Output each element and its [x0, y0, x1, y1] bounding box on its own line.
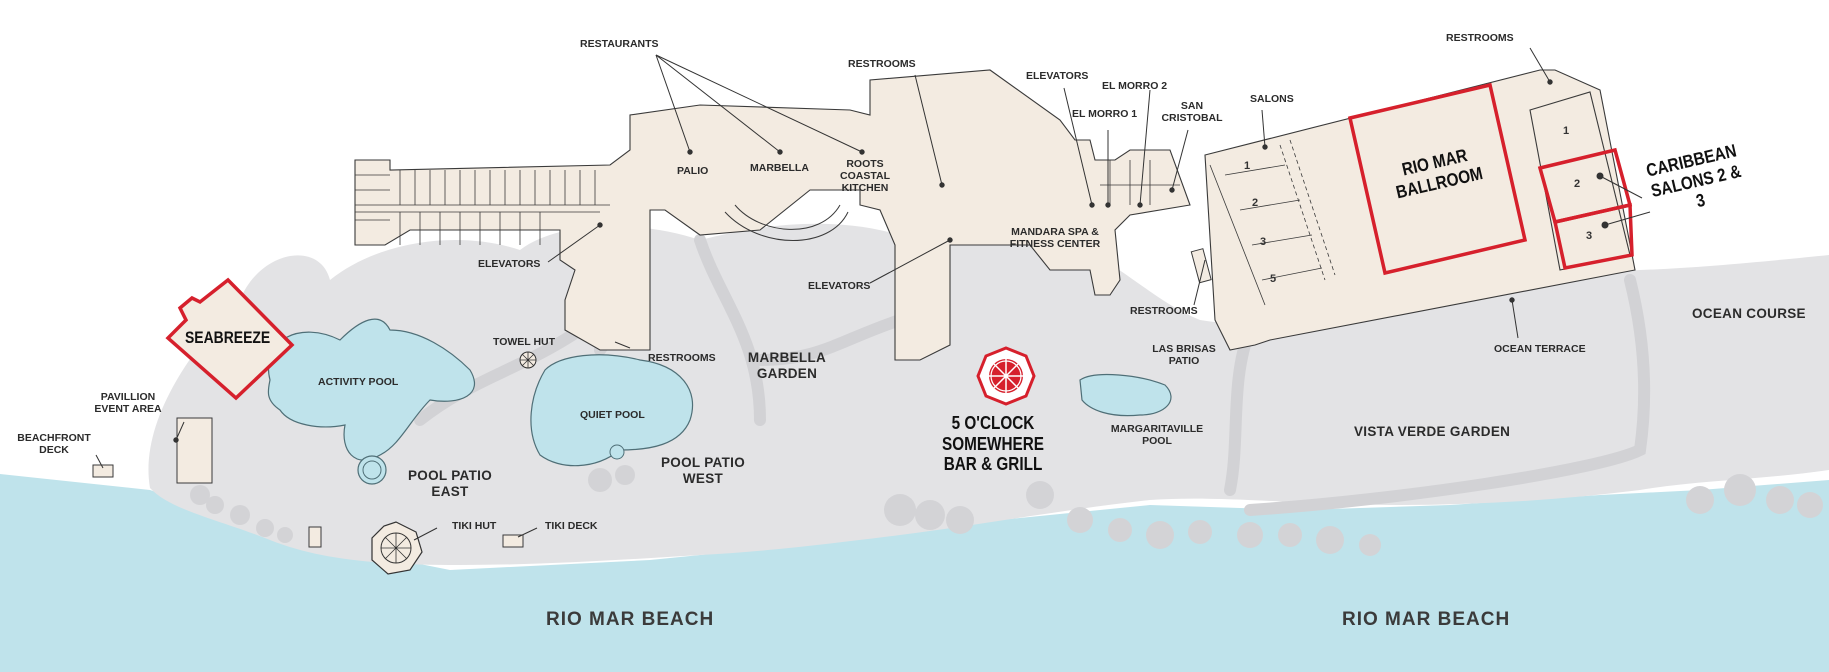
label-salons: SALONS	[1250, 93, 1294, 105]
caribbean-number: 2	[1574, 178, 1581, 190]
salon-number: 5	[1270, 273, 1277, 285]
label-restrooms-top: RESTROOMS	[848, 58, 916, 70]
ocean	[0, 474, 1829, 672]
salon-number: 1	[1244, 160, 1251, 172]
label-pool-patio-west: POOL PATIO WEST	[660, 455, 745, 486]
salon-number: 2	[1252, 197, 1259, 209]
label-pavillion: PAVILLION EVENT AREA	[94, 391, 162, 416]
activity-pool	[267, 318, 476, 461]
label-tiki-hut: TIKI HUT	[452, 520, 497, 532]
label-restrooms-right: RESTROOMS	[1446, 32, 1514, 44]
label-elevators-top: ELEVATORS	[1026, 70, 1089, 82]
label-beach-left: RIO MAR BEACH	[546, 609, 715, 630]
label-ocean-terrace: OCEAN TERRACE	[1494, 343, 1586, 355]
label-el-morro-1: EL MORRO 1	[1072, 108, 1138, 120]
label-el-morro-2: EL MORRO 2	[1102, 80, 1168, 92]
label-mandara: MANDARA SPA & FITNESS CENTER	[1009, 226, 1101, 251]
highlighted-venues	[1347, 82, 1634, 276]
label-elevators-left: ELEVATORS	[478, 258, 541, 270]
label-restrooms-bottom: RESTROOMS	[648, 352, 716, 364]
label-san-cristobal: SAN CRISTOBAL	[1161, 100, 1223, 125]
hotel-building	[354, 69, 1636, 361]
label-vista-verde: VISTA VERDE GARDEN	[1354, 424, 1511, 439]
label-marbella-garden: MARBELLA GARDEN	[747, 350, 827, 381]
bar-grill-umbrella-icon	[976, 346, 1036, 406]
caribbean-number: 1	[1563, 125, 1570, 137]
label-towel-hut: TOWEL HUT	[493, 336, 556, 348]
label-beach-right: RIO MAR BEACH	[1342, 609, 1511, 630]
shrubs	[190, 465, 1823, 556]
label-roots: ROOTS COASTAL KITCHEN	[840, 158, 890, 195]
beachfront-deck-structure	[92, 464, 114, 478]
label-pool-patio-east: POOL PATIO EAST	[407, 468, 492, 499]
margaritaville-pool	[1079, 373, 1172, 417]
tiki-hut-icon	[371, 521, 423, 575]
label-margaritaville: MARGARITAVILLE POOL	[1110, 423, 1204, 448]
label-beachfront-deck: BEACHFRONT DECK	[17, 432, 91, 457]
label-activity-pool: ACTIVITY POOL	[318, 376, 399, 388]
label-quiet-pool: QUIET POOL	[580, 409, 645, 421]
quiet-pool	[530, 354, 694, 467]
label-tiki-deck: TIKI DECK	[545, 520, 598, 532]
label-las-brisas: LAS BRISAS PATIO	[1152, 343, 1216, 368]
caribbean-number: 3	[1586, 230, 1593, 242]
seabreeze-shape	[165, 277, 295, 401]
label-palio: PALIO	[677, 165, 709, 177]
label-marbella: MARBELLA	[750, 162, 809, 174]
label-restrooms-mid: RESTROOMS	[1130, 305, 1198, 317]
label-seabreeze: SEABREEZE	[185, 328, 271, 347]
label-bar-grill: 5 O'CLOCK SOMEWHERE BAR & GRILL	[941, 413, 1044, 475]
towel-hut-icon	[519, 351, 537, 369]
salon-number: 3	[1260, 236, 1267, 248]
tiki-deck-structure	[502, 534, 524, 548]
label-ocean-course: OCEAN COURSE	[1692, 306, 1806, 321]
label-elevators-mid: ELEVATORS	[808, 280, 871, 292]
label-restaurants: RESTAURANTS	[580, 38, 659, 50]
leader-lines	[95, 47, 1651, 541]
pavillion-structure	[176, 417, 213, 484]
room-lines	[355, 139, 1336, 306]
